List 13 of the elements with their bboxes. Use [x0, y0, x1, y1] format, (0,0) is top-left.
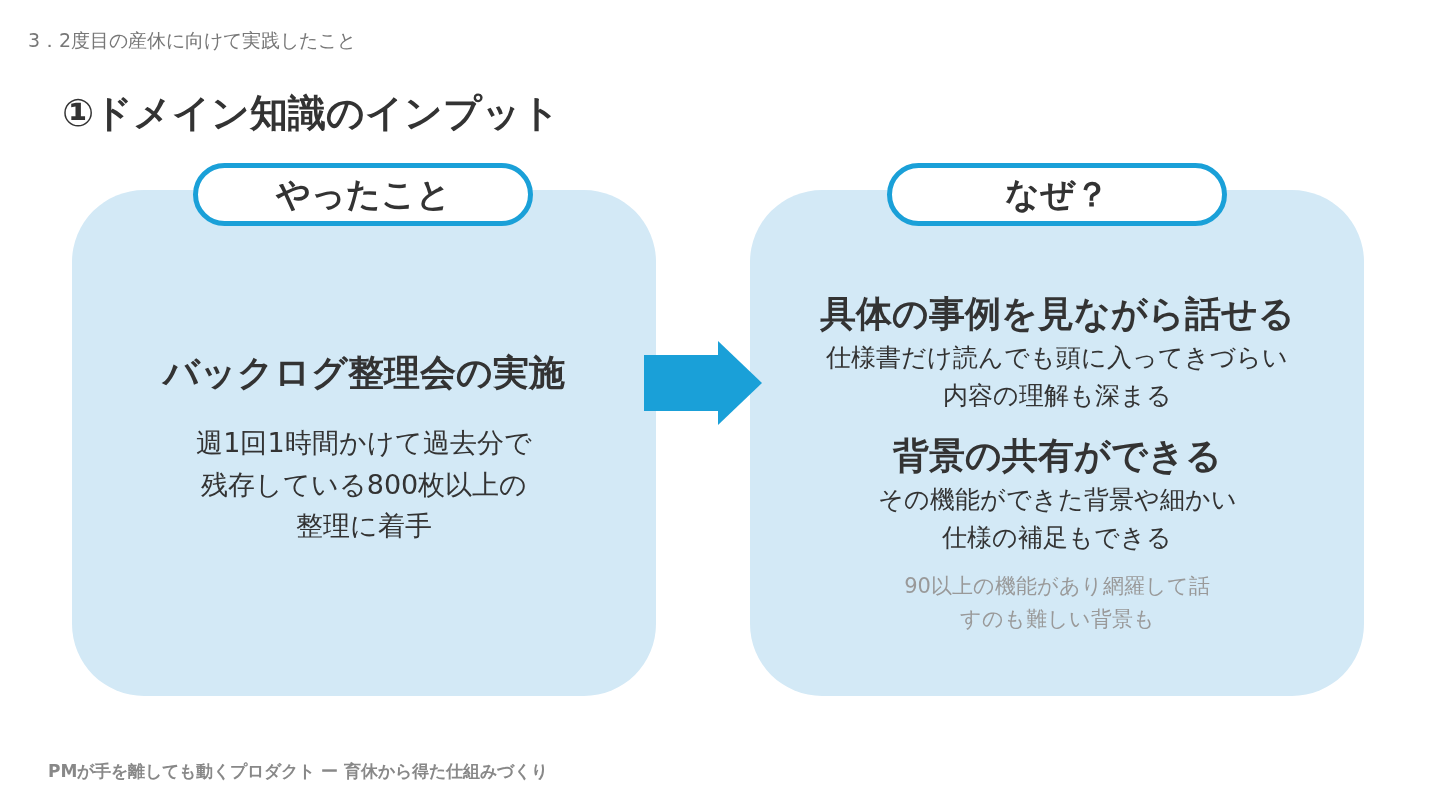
panel-heading: 背景の共有ができる: [892, 434, 1222, 479]
heading-label: やったこと: [275, 172, 451, 216]
heading-label: なぜ？: [1005, 172, 1109, 216]
panel-text: その機能ができた背景や細かい仕様の補足もできる: [876, 484, 1238, 554]
panel-heading: 具体の事例を見ながら話せる: [819, 292, 1295, 337]
panel-text: 週1回1時間かけて過去分で残存している800枚以上の整理に着手: [195, 425, 533, 544]
footer-text: PMが手を離しても動くプロダクト ー 育休から得た仕組みづくり: [48, 760, 549, 783]
panel-text: 仕様書だけ読んでも頭に入ってきづらい内容の理解も深まる: [825, 342, 1289, 412]
note-text: 90以上の機能があり網羅して話すのも難しい背景も: [903, 573, 1211, 633]
slide-title: ①ドメイン知識のインプット: [62, 90, 561, 137]
panel-heading: バックログ整理会の実施: [163, 350, 565, 395]
block-arrow: [644, 341, 762, 425]
section-header: 3．2度目の産休に向けて実践したこと: [28, 28, 357, 53]
